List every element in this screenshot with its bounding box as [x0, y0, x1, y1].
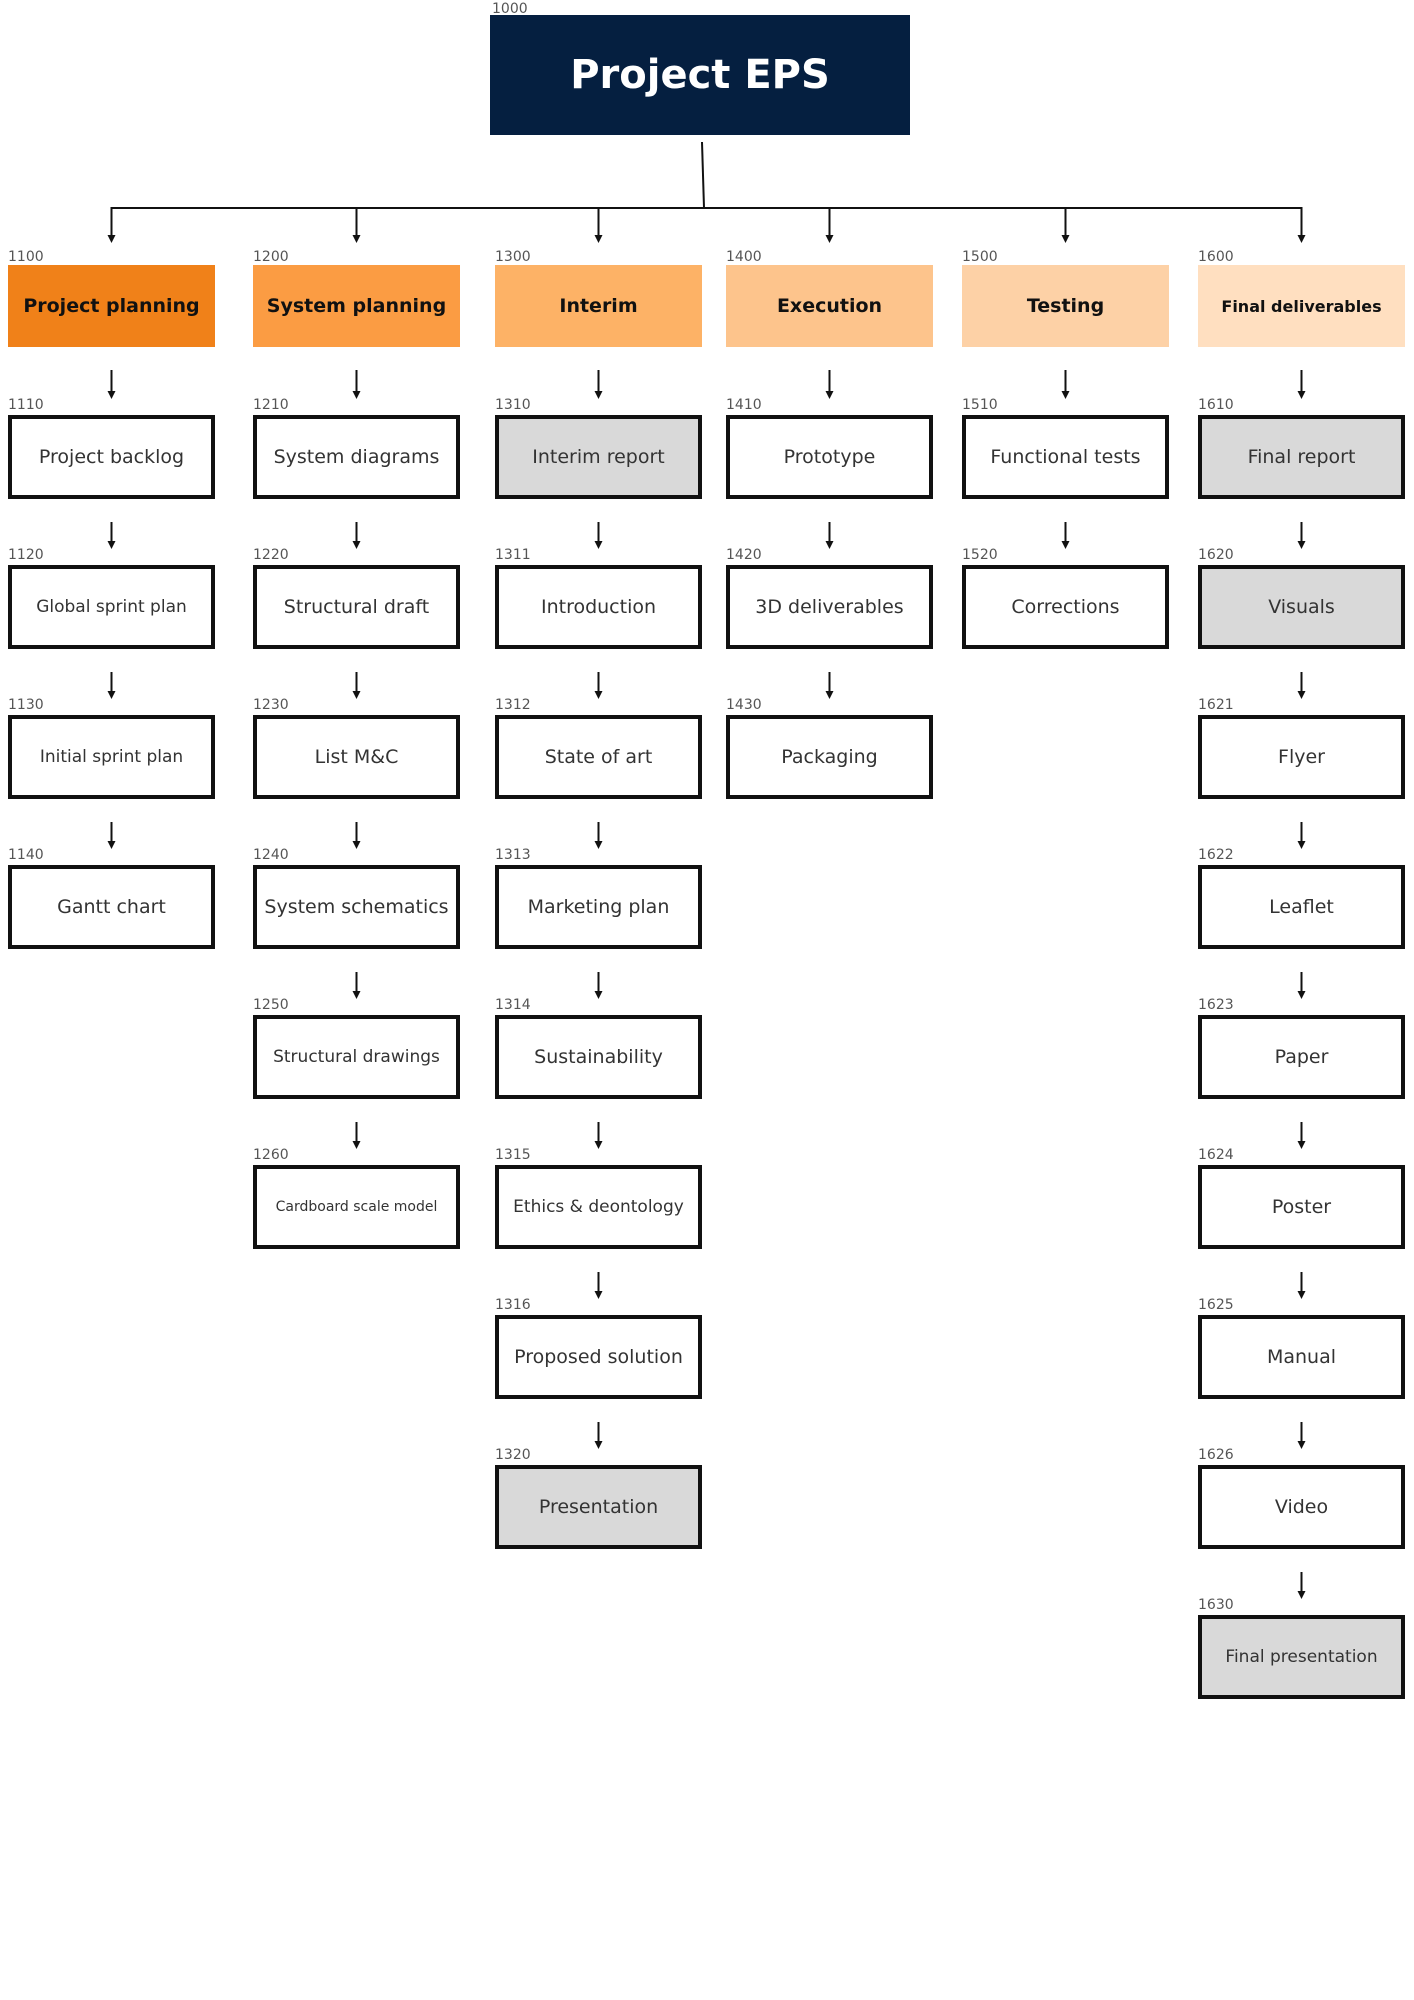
root-connector: [701, 141, 705, 209]
item-final-report: Final report: [1198, 415, 1405, 499]
item-introduction: Introduction: [495, 565, 702, 649]
item-code-1625: 1625: [1198, 1297, 1234, 1313]
item-3d-deliverables: 3D deliverables: [726, 565, 933, 649]
item-presentation: Presentation: [495, 1465, 702, 1549]
item-code-1626: 1626: [1198, 1447, 1234, 1463]
item-cardboard-scale-model: Cardboard scale model: [253, 1165, 460, 1249]
item-leaflet: Leaflet: [1198, 865, 1405, 949]
item-gantt-chart: Gantt chart: [8, 865, 215, 949]
category-code-1400: 1400: [726, 249, 762, 265]
item-poster: Poster: [1198, 1165, 1405, 1249]
item-code-1310: 1310: [495, 397, 531, 413]
item-proposed-solution: Proposed solution: [495, 1315, 702, 1399]
item-video: Video: [1198, 1465, 1405, 1549]
item-code-1220: 1220: [253, 547, 289, 563]
item-visuals: Visuals: [1198, 565, 1405, 649]
item-marketing-plan: Marketing plan: [495, 865, 702, 949]
item-system-schematics: System schematics: [253, 865, 460, 949]
root-node: Project EPS: [490, 15, 910, 135]
item-final-presentation: Final presentation: [1198, 1615, 1405, 1699]
item-code-1620: 1620: [1198, 547, 1234, 563]
category-execution: Execution: [726, 265, 933, 347]
item-structural-draft: Structural draft: [253, 565, 460, 649]
category-code-1100: 1100: [8, 249, 44, 265]
category-project-planning: Project planning: [8, 265, 215, 347]
item-prototype: Prototype: [726, 415, 933, 499]
item-code-1311: 1311: [495, 547, 531, 563]
item-code-1110: 1110: [8, 397, 44, 413]
item-code-1240: 1240: [253, 847, 289, 863]
item-code-1315: 1315: [495, 1147, 531, 1163]
item-ethics-and-deontology: Ethics & deontology: [495, 1165, 702, 1249]
item-code-1623: 1623: [1198, 997, 1234, 1013]
item-code-1140: 1140: [8, 847, 44, 863]
item-code-1622: 1622: [1198, 847, 1234, 863]
item-code-1510: 1510: [962, 397, 998, 413]
item-initial-sprint-plan: Initial sprint plan: [8, 715, 215, 799]
category-code-1600: 1600: [1198, 249, 1234, 265]
item-code-1430: 1430: [726, 697, 762, 713]
item-functional-tests: Functional tests: [962, 415, 1169, 499]
category-interim: Interim: [495, 265, 702, 347]
item-system-diagrams: System diagrams: [253, 415, 460, 499]
item-code-1520: 1520: [962, 547, 998, 563]
item-code-1210: 1210: [253, 397, 289, 413]
item-code-1420: 1420: [726, 547, 762, 563]
item-structural-drawings: Structural drawings: [253, 1015, 460, 1099]
item-code-1312: 1312: [495, 697, 531, 713]
item-state-of-art: State of art: [495, 715, 702, 799]
item-manual: Manual: [1198, 1315, 1405, 1399]
item-code-1260: 1260: [253, 1147, 289, 1163]
item-code-1621: 1621: [1198, 697, 1234, 713]
item-code-1320: 1320: [495, 1447, 531, 1463]
item-flyer: Flyer: [1198, 715, 1405, 799]
item-code-1313: 1313: [495, 847, 531, 863]
item-corrections: Corrections: [962, 565, 1169, 649]
category-system-planning: System planning: [253, 265, 460, 347]
item-code-1410: 1410: [726, 397, 762, 413]
root-code: 1000: [492, 1, 528, 17]
item-project-backlog: Project backlog: [8, 415, 215, 499]
item-code-1250: 1250: [253, 997, 289, 1013]
item-interim-report: Interim report: [495, 415, 702, 499]
item-code-1120: 1120: [8, 547, 44, 563]
item-code-1130: 1130: [8, 697, 44, 713]
item-list-mandc: List M&C: [253, 715, 460, 799]
item-code-1630: 1630: [1198, 1597, 1234, 1613]
item-code-1610: 1610: [1198, 397, 1234, 413]
item-code-1624: 1624: [1198, 1147, 1234, 1163]
item-sustainability: Sustainability: [495, 1015, 702, 1099]
category-final-deliverables: Final deliverables: [1198, 265, 1405, 347]
category-testing: Testing: [962, 265, 1169, 347]
item-global-sprint-plan: Global sprint plan: [8, 565, 215, 649]
item-code-1314: 1314: [495, 997, 531, 1013]
category-code-1500: 1500: [962, 249, 998, 265]
item-code-1230: 1230: [253, 697, 289, 713]
category-code-1200: 1200: [253, 249, 289, 265]
item-packaging: Packaging: [726, 715, 933, 799]
item-code-1316: 1316: [495, 1297, 531, 1313]
category-code-1300: 1300: [495, 249, 531, 265]
item-paper: Paper: [1198, 1015, 1405, 1099]
